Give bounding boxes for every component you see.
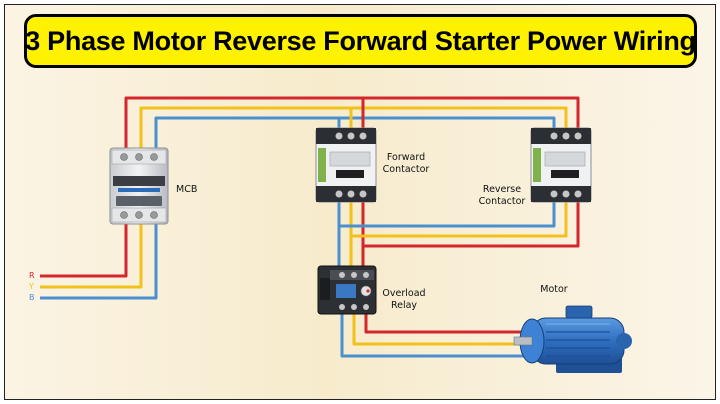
mcb-label: MCB: [176, 184, 198, 195]
phase-label-y: Y: [29, 282, 34, 291]
forward-contactor: [315, 127, 377, 203]
reverse-contactor-label: Reverse Contactor: [478, 184, 526, 207]
rev-out-r: [363, 200, 580, 248]
phase-label-r: R: [29, 271, 35, 280]
busbar-wires: [124, 96, 580, 150]
motor-wire-y: [352, 312, 528, 346]
bus-wire-y: [139, 106, 568, 150]
supply-wires: [40, 222, 158, 300]
bus-wire-b: [154, 116, 556, 150]
overload-relay-label: Overload Relay: [382, 288, 426, 311]
forward-contactor-label: Forward Contactor: [382, 152, 430, 175]
diagram-title: 3 Phase Motor Reverse Forward Starter Po…: [25, 25, 696, 56]
supply-wire-y: [40, 222, 143, 289]
rev-out-b: [339, 200, 556, 228]
bus-wire-r: [124, 96, 580, 150]
motor-wire-b: [340, 312, 528, 358]
reverse-contactor: [530, 127, 592, 203]
overload-relay: [317, 265, 377, 315]
rev-out-y: [351, 200, 568, 238]
supply-wire-r: [40, 222, 128, 278]
motor-wire-r: [364, 312, 528, 334]
mcb-breaker: [109, 147, 169, 225]
phase-label-b: B: [29, 293, 35, 302]
motor: [513, 305, 632, 373]
title-banner: 3 Phase Motor Reverse Forward Starter Po…: [24, 14, 697, 68]
output-wires: [337, 200, 580, 358]
supply-wire-b: [40, 222, 158, 300]
motor-label: Motor: [540, 284, 568, 295]
